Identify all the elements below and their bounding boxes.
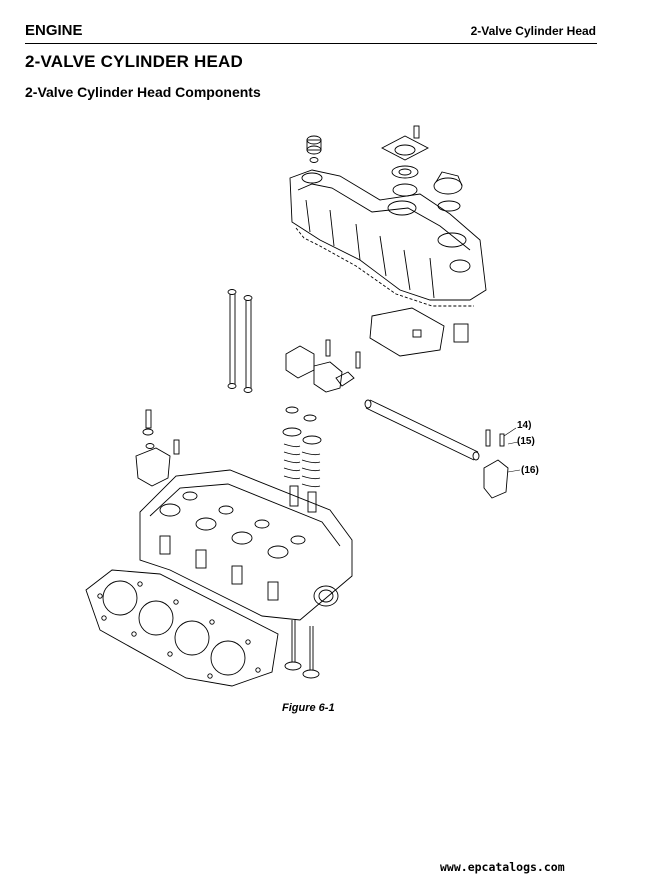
callout-leaders xyxy=(503,427,521,473)
page-title: 2-VALVE CYLINDER HEAD xyxy=(25,52,243,71)
section-title: 2-Valve Cylinder Head Components xyxy=(25,84,261,100)
footer-url: www.epcatalogs.com xyxy=(440,860,565,874)
valve-springs xyxy=(282,406,322,513)
cylinder-head xyxy=(139,469,353,621)
rocker-bracket-left xyxy=(135,409,180,487)
callout-15: (15) xyxy=(517,436,535,447)
header-chapter-title: 2-Valve Cylinder Head xyxy=(470,24,596,38)
callout-16: (16) xyxy=(521,465,539,476)
header-divider xyxy=(25,43,597,44)
cover-gasket xyxy=(369,307,469,357)
cylinder-head-gasket xyxy=(85,569,279,687)
figure-caption: Figure 6-1 xyxy=(282,702,335,714)
header-section-name: ENGINE xyxy=(25,22,83,39)
rocker-arm-assembly xyxy=(285,339,509,499)
valve-cover xyxy=(289,169,487,307)
oil-filler-cap xyxy=(306,135,322,163)
callout-14: 14) xyxy=(517,420,532,431)
valves xyxy=(284,620,320,679)
breather-cap xyxy=(381,125,429,197)
filler-cap-oil xyxy=(433,171,463,212)
push-rods xyxy=(227,289,253,393)
